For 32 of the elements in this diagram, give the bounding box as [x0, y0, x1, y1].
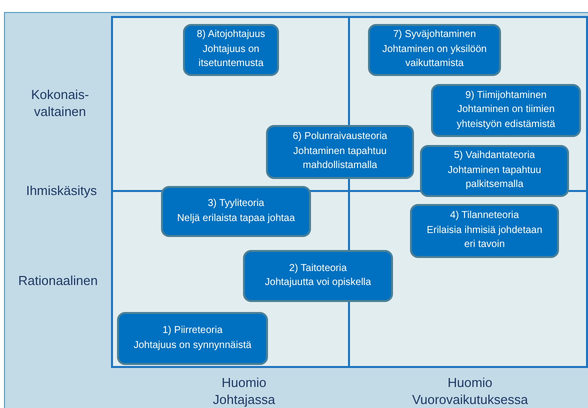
axis-label: Rationaalinen	[17, 272, 99, 289]
theory-title: 1) Piirreteoria	[161, 324, 224, 338]
theory-box	[117, 312, 268, 365]
theory-description: Johtajuutta voi opiskella	[264, 276, 372, 290]
axis-label: Ihmiskäsitys	[25, 182, 98, 199]
axis-label: Kokonais- valtainen	[30, 86, 90, 120]
theory-box	[431, 84, 581, 137]
theory-title: 3) Tyyliteoria	[206, 197, 266, 211]
theory-description: Johtaminen tapahtuu palkitsemalla	[446, 164, 542, 192]
axis-label: Huomio Vuorovaikutuksessa	[411, 374, 529, 408]
theory-title: 9) Tiimijohtaminen	[464, 88, 548, 103]
theory-description: Johtaminen on yksilöön vaikuttamista	[381, 42, 488, 72]
theory-description: Johtaminen on tiimien yhteistyön edistämistä	[456, 103, 556, 132]
theory-box	[243, 250, 393, 302]
theory-title: 6) Polunraivausteoria	[292, 130, 388, 144]
theory-box	[161, 186, 311, 237]
theory-box	[183, 24, 279, 76]
theory-description: Erilaisia ihmisiä johdetaan eri tavoin	[426, 224, 544, 252]
theory-box	[368, 24, 501, 76]
theory-description: Neljä erilaista tapaa johtaa	[176, 212, 296, 226]
axis-label: Huomio Johtajassa	[212, 374, 276, 408]
theory-title: 7) Syväjohtaminen	[392, 28, 477, 42]
theory-title: 5) Vaihdantateoria	[453, 149, 536, 164]
theory-title: 4) Tilanneteoria	[449, 209, 520, 224]
theory-description: Johtajuus on itsetuntemusta	[197, 42, 265, 72]
theory-description: Johtajuus on synnynnäistä	[132, 338, 252, 352]
theory-description: Johtaminen tapahtuu mahdollistamalla	[292, 144, 388, 174]
theory-box	[410, 204, 559, 258]
theory-title: 8) Aitojohtajuus	[196, 28, 266, 42]
theory-box	[266, 125, 414, 179]
theory-title: 2) Taitoteoria	[288, 262, 348, 276]
theory-box	[420, 145, 569, 197]
